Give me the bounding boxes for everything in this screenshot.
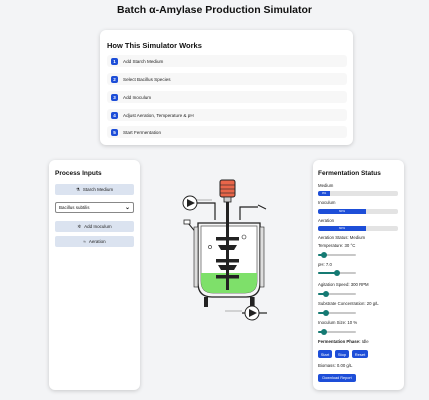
step-text: Add Starch Medium [123, 58, 164, 64]
step-5: 5 Start Fermentation [107, 126, 347, 138]
inoculum-progress: 60% [318, 209, 398, 214]
aeration-status-label: Aeration [318, 218, 335, 223]
phase-label: Fermentation Phase: [318, 339, 361, 344]
step-2: 2 Select Bacillus Species [107, 73, 347, 85]
aeration-button[interactable]: ≈ Aeration [55, 236, 134, 247]
slider-fill [318, 254, 325, 256]
ph-label: pH: 7.0 [318, 262, 332, 267]
agitation-slider[interactable] [318, 291, 356, 297]
slider-thumb[interactable] [321, 329, 328, 335]
phase-line: Fermentation Phase: Idle [318, 339, 369, 344]
add-inoculum-label: Add Inoculum [84, 224, 112, 229]
page-title: Batch α-Amylase Production Simulator [117, 4, 312, 16]
substrate-label: Substrate Concentration: 20 g/L [318, 301, 379, 306]
temperature-label: Temperature: 30 °C [318, 243, 356, 248]
step-number: 5 [111, 128, 118, 136]
phase-value: Idle [361, 339, 369, 344]
species-select[interactable]: Bacillus subtilis ⌄ [55, 202, 134, 213]
chevron-down-icon: ⌄ [124, 205, 130, 211]
reset-button[interactable]: Reset [352, 350, 368, 358]
how-heading: How This Simulator Works [107, 41, 202, 50]
inoculum-size-label: Inoculum Size: 10 % [318, 320, 358, 325]
how-it-works-card: How This Simulator Works 1 Add Starch Me… [100, 30, 353, 145]
aeration-label: Aeration [88, 239, 106, 244]
inoculum-label: Inoculum [318, 200, 336, 205]
medium-label: Medium [318, 183, 334, 188]
step-4: 4 Adjust Aeration, Temperature & pH [107, 109, 347, 121]
starch-medium-button[interactable]: ⚗ Starch Medium [55, 184, 134, 195]
step-3: 3 Add Inoculum [107, 91, 347, 103]
step-number: 3 [111, 93, 118, 101]
starch-medium-label: Starch Medium [82, 187, 114, 192]
inoculum-size-slider[interactable] [318, 329, 356, 335]
step-text: Start Fermentation [123, 129, 162, 135]
slider-track [318, 312, 356, 314]
air-icon: ≈ [83, 239, 86, 244]
start-button[interactable]: Start [318, 350, 332, 358]
step-number: 4 [111, 111, 118, 119]
slider-track [318, 254, 356, 256]
flask-icon: ⚗ [75, 186, 80, 192]
aeration-status-text: Aeration Status: Medium [318, 235, 366, 240]
step-number: 1 [111, 57, 118, 65]
download-report-button[interactable]: Download Report [318, 374, 356, 382]
add-inoculum-button[interactable]: ✲ Add Inoculum [55, 221, 134, 232]
process-heading: Process Inputs [55, 170, 102, 177]
slider-thumb[interactable] [322, 291, 329, 297]
slider-fill [318, 312, 326, 314]
slider-thumb[interactable] [334, 270, 340, 276]
slider-fill [318, 272, 337, 274]
substrate-slider[interactable] [318, 310, 356, 316]
stop-button[interactable]: Stop [335, 350, 349, 358]
step-text: Select Bacillus Species [123, 76, 171, 82]
medium-progress-fill: 0% [318, 191, 330, 196]
aeration-progress: 60% [318, 226, 398, 231]
slider-fill [318, 331, 325, 333]
agitation-label: Agitation Speed: 300 RPM [318, 282, 369, 287]
process-inputs-card: Process Inputs [49, 160, 140, 390]
aeration-progress-fill: 60% [318, 226, 366, 231]
step-text: Add Inoculum [123, 94, 152, 100]
ph-slider[interactable] [318, 270, 356, 276]
slider-track [318, 331, 356, 333]
medium-progress-value: 0% [321, 191, 327, 196]
slider-thumb[interactable] [321, 252, 328, 258]
motor-icon [219, 179, 236, 198]
step-1: 1 Add Starch Medium [107, 55, 347, 67]
step-text: Adjust Aeration, Temperature & pH [123, 112, 194, 118]
medium-progress: 0% [318, 191, 398, 196]
microbe-icon: ✲ [77, 223, 82, 229]
inoculum-progress-value: 60% [338, 209, 345, 214]
biomass-readout: Biomass: 0.00 g/L [318, 363, 353, 368]
slider-fill [318, 293, 326, 295]
slider-track [318, 293, 356, 295]
temperature-slider[interactable] [318, 252, 356, 258]
aeration-progress-value: 60% [338, 226, 345, 231]
species-selected-value: Bacillus subtilis [59, 205, 90, 210]
status-heading: Fermentation Status [318, 170, 381, 177]
bioreactor-illustration [182, 179, 267, 321]
inoculum-progress-fill: 60% [318, 209, 366, 214]
slider-thumb[interactable] [322, 310, 329, 316]
step-number: 2 [111, 75, 118, 83]
